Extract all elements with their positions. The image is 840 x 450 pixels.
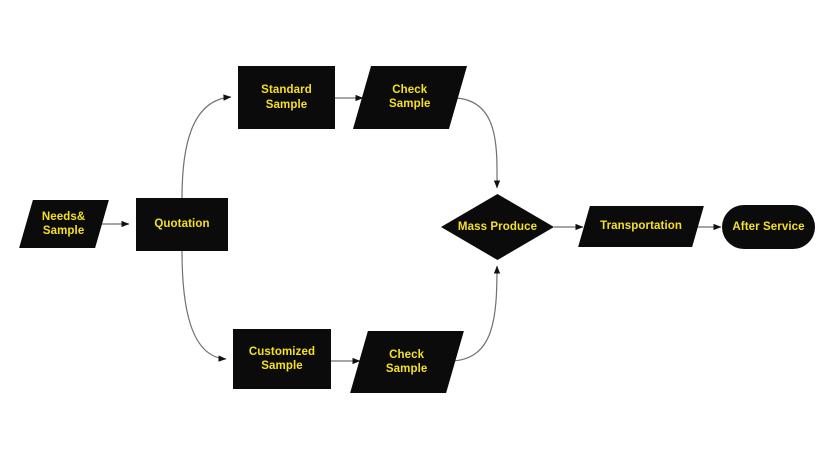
node-check-sample-bottom-label: Check Sample — [386, 348, 428, 375]
node-quotation[interactable]: Quotation — [136, 198, 228, 251]
node-quotation-label: Quotation — [154, 218, 210, 231]
node-check-sample-bottom[interactable]: Check Sample — [350, 331, 464, 393]
node-transportation-label: Transportation — [600, 220, 682, 233]
node-after-service[interactable]: After Service — [722, 205, 815, 249]
node-customized-sample[interactable]: Customized Sample — [233, 329, 331, 389]
edge-check-sample-bot-to-mass-produce — [452, 265, 501, 362]
node-needs-sample[interactable]: Needs& Sample — [19, 200, 109, 248]
edge-check-sample-top-to-mass-produce — [455, 97, 501, 189]
node-needs-sample-label: Needs& Sample — [42, 210, 86, 237]
edge-quotation-to-customized-sample — [181, 250, 227, 362]
node-standard-sample-label: Standard Sample — [261, 84, 312, 111]
node-mass-produce-label: Mass Produce — [457, 220, 538, 233]
node-mass-produce[interactable]: Mass Produce — [441, 194, 554, 260]
node-check-sample-top-label: Check Sample — [389, 84, 431, 111]
node-transportation[interactable]: Transportation — [578, 206, 704, 247]
node-standard-sample[interactable]: Standard Sample — [238, 66, 335, 129]
edge-quotation-to-standard-sample — [181, 94, 232, 199]
node-check-sample-top[interactable]: Check Sample — [352, 66, 468, 129]
node-customized-sample-label: Customized Sample — [248, 345, 316, 372]
node-after-service-label: After Service — [732, 220, 805, 233]
